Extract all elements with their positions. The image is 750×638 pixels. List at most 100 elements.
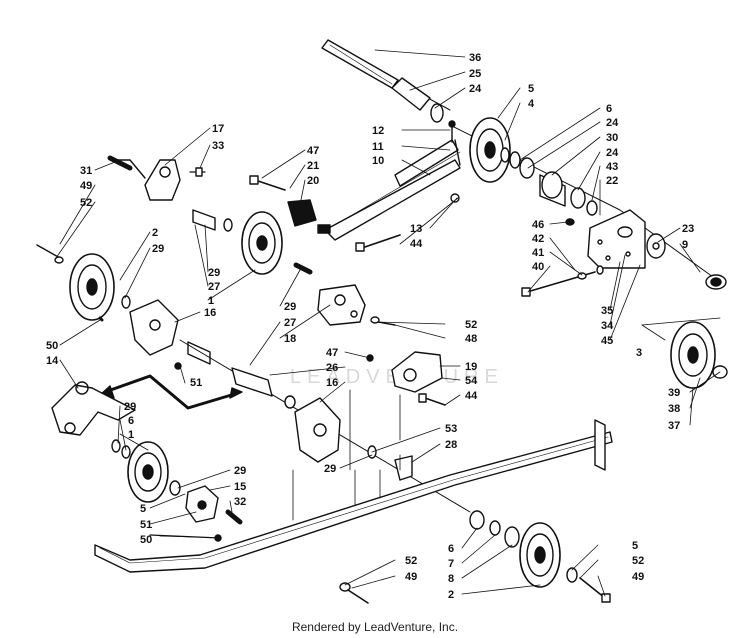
spacer-27-upper bbox=[192, 209, 216, 231]
callout-8: 8 bbox=[448, 573, 454, 585]
callout-49b: 49 bbox=[632, 571, 644, 583]
callout-45: 45 bbox=[601, 335, 613, 347]
bracket-16-left bbox=[129, 299, 179, 356]
callout-50b: 50 bbox=[140, 534, 152, 546]
callout-40: 40 bbox=[532, 261, 544, 273]
callout-49a: 49 bbox=[80, 180, 92, 192]
callout-51a: 51 bbox=[190, 377, 202, 389]
callout-6b: 6 bbox=[128, 415, 134, 427]
callout-24: 24 bbox=[469, 83, 482, 95]
callout-46: 46 bbox=[532, 219, 544, 231]
bolt-44-upper bbox=[361, 234, 401, 249]
callout-16b: 16 bbox=[326, 377, 338, 389]
callout-49c: 49 bbox=[405, 571, 417, 583]
callout-2a: 2 bbox=[152, 227, 158, 239]
callout-4: 4 bbox=[528, 98, 535, 110]
callout-19: 19 bbox=[465, 361, 477, 373]
callout-23: 23 bbox=[682, 223, 694, 235]
callout-38: 38 bbox=[668, 403, 680, 415]
callout-50a: 50 bbox=[46, 340, 58, 352]
callout-5: 5 bbox=[528, 83, 534, 95]
callout-24c: 24 bbox=[606, 147, 619, 159]
spacer-27-lower bbox=[187, 341, 211, 365]
callout-16a: 16 bbox=[204, 307, 216, 319]
callout-44b: 44 bbox=[465, 390, 478, 402]
callout-5b: 5 bbox=[140, 503, 146, 515]
callout-42: 42 bbox=[532, 233, 544, 245]
callout-6c: 6 bbox=[448, 543, 454, 555]
callout-52b: 52 bbox=[465, 319, 477, 331]
callout-15: 15 bbox=[234, 481, 246, 493]
idler-wheel-1-upper bbox=[241, 211, 283, 275]
callout-5c: 5 bbox=[632, 540, 638, 552]
callout-53: 53 bbox=[445, 423, 457, 435]
callout-2b: 2 bbox=[448, 589, 454, 601]
callout-9: 9 bbox=[682, 239, 688, 251]
callout-6: 6 bbox=[606, 103, 612, 115]
leader-lines bbox=[55, 49, 721, 597]
spacer-26 bbox=[231, 367, 273, 397]
callout-34: 34 bbox=[601, 320, 614, 332]
upper-idler-wheel bbox=[469, 117, 511, 183]
idler-wheel-2-lower bbox=[519, 522, 561, 588]
callout-29d: 29 bbox=[124, 401, 136, 413]
callout-29e: 29 bbox=[324, 463, 336, 475]
idler-wheel-1-lower bbox=[127, 441, 169, 503]
callout-20: 20 bbox=[307, 175, 319, 187]
callout-3: 3 bbox=[636, 347, 642, 359]
callout-17: 17 bbox=[212, 123, 224, 135]
callout-31: 31 bbox=[80, 165, 92, 177]
callout-54: 54 bbox=[465, 375, 478, 387]
idler-wheel-3 bbox=[670, 321, 716, 389]
callout-39: 39 bbox=[668, 387, 680, 399]
block-28 bbox=[394, 455, 413, 481]
callout-52d: 52 bbox=[405, 555, 417, 567]
callout-12: 12 bbox=[372, 125, 384, 137]
callout-33: 33 bbox=[212, 140, 224, 152]
callout-30: 30 bbox=[606, 132, 618, 144]
callout-29b: 29 bbox=[208, 267, 220, 279]
callout-37: 37 bbox=[668, 420, 680, 432]
callout-26: 26 bbox=[326, 362, 338, 374]
callout-29f: 29 bbox=[234, 465, 246, 477]
callout-11: 11 bbox=[372, 141, 384, 153]
callout-14: 14 bbox=[46, 355, 59, 367]
callout-47b: 47 bbox=[326, 347, 338, 359]
arm-14 bbox=[51, 381, 136, 436]
callout-36: 36 bbox=[469, 52, 481, 64]
callout-51b: 51 bbox=[140, 519, 152, 531]
bracket-15 bbox=[185, 485, 219, 523]
callout-24b: 24 bbox=[606, 117, 619, 129]
idler-wheel-2-left bbox=[69, 253, 115, 321]
callout-52a: 52 bbox=[80, 197, 92, 209]
swing-arm-10 bbox=[324, 139, 461, 241]
slide-rail bbox=[94, 419, 613, 573]
callout-41: 41 bbox=[532, 247, 544, 259]
callout-52c: 52 bbox=[632, 555, 644, 567]
callout-29a: 29 bbox=[152, 243, 164, 255]
callout-18: 18 bbox=[284, 333, 296, 345]
upper-spacer-25 bbox=[391, 77, 431, 111]
callout-25: 25 bbox=[469, 68, 481, 80]
callout-21: 21 bbox=[307, 160, 319, 172]
callout-32: 32 bbox=[234, 496, 246, 508]
callout-35: 35 bbox=[601, 305, 613, 317]
rear-bracket-22 bbox=[587, 209, 646, 269]
callout-27a: 27 bbox=[208, 281, 220, 293]
callout-10: 10 bbox=[372, 155, 384, 167]
callout-22: 22 bbox=[606, 175, 618, 187]
footer-credit: Rendered by LeadVenture, Inc. bbox=[291, 620, 459, 634]
callout-44a: 44 bbox=[410, 238, 423, 250]
callout-1a: 1 bbox=[208, 295, 214, 307]
shaft-31 bbox=[107, 155, 133, 171]
center-bracket-18 bbox=[317, 284, 366, 326]
callout-29c: 29 bbox=[284, 301, 296, 313]
callout-13: 13 bbox=[410, 223, 422, 235]
callout-47a: 47 bbox=[307, 145, 319, 157]
callout-7: 7 bbox=[448, 558, 454, 570]
callout-1b: 1 bbox=[128, 429, 134, 441]
spacer-20 bbox=[287, 199, 317, 227]
bracket-17 bbox=[114, 159, 181, 201]
callout-28: 28 bbox=[445, 439, 457, 451]
